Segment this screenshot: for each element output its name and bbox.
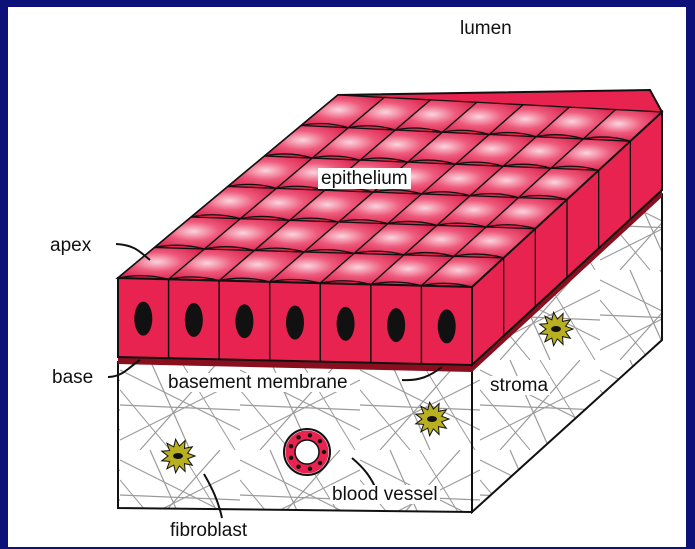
- blood-vessel-icon: [284, 429, 330, 475]
- label-base: base: [52, 368, 93, 387]
- fibroblast-nucleus: [173, 453, 183, 459]
- fibroblast-nucleus: [427, 416, 437, 422]
- label-basement-membrane: basement membrane: [166, 373, 350, 392]
- nucleus: [134, 302, 152, 336]
- label-blood-vessel: blood vessel: [330, 485, 440, 504]
- label-apex: apex: [50, 236, 91, 255]
- vessel-wall-cell: [308, 433, 312, 437]
- vessel-wall-cell: [296, 465, 300, 469]
- nucleus: [387, 308, 405, 342]
- label-fibroblast: fibroblast: [170, 521, 247, 540]
- vessel-wall-cell: [308, 467, 312, 471]
- fibroblast-nucleus: [551, 326, 561, 332]
- vessel-wall-cell: [296, 435, 300, 439]
- nucleus: [235, 304, 253, 338]
- label-stroma: stroma: [488, 376, 550, 395]
- vessel-wall-cell: [289, 456, 293, 460]
- nucleus: [185, 303, 203, 337]
- vessel-wall-cell: [318, 461, 322, 465]
- nucleus: [286, 306, 304, 340]
- nucleus: [337, 307, 355, 341]
- vessel-wall-cell: [322, 450, 326, 454]
- label-lumen: lumen: [460, 19, 512, 38]
- vessel-wall-cell: [318, 439, 322, 443]
- label-epithelium: epithelium: [318, 168, 411, 189]
- vessel-wall-cell: [289, 444, 293, 448]
- nucleus: [438, 309, 456, 343]
